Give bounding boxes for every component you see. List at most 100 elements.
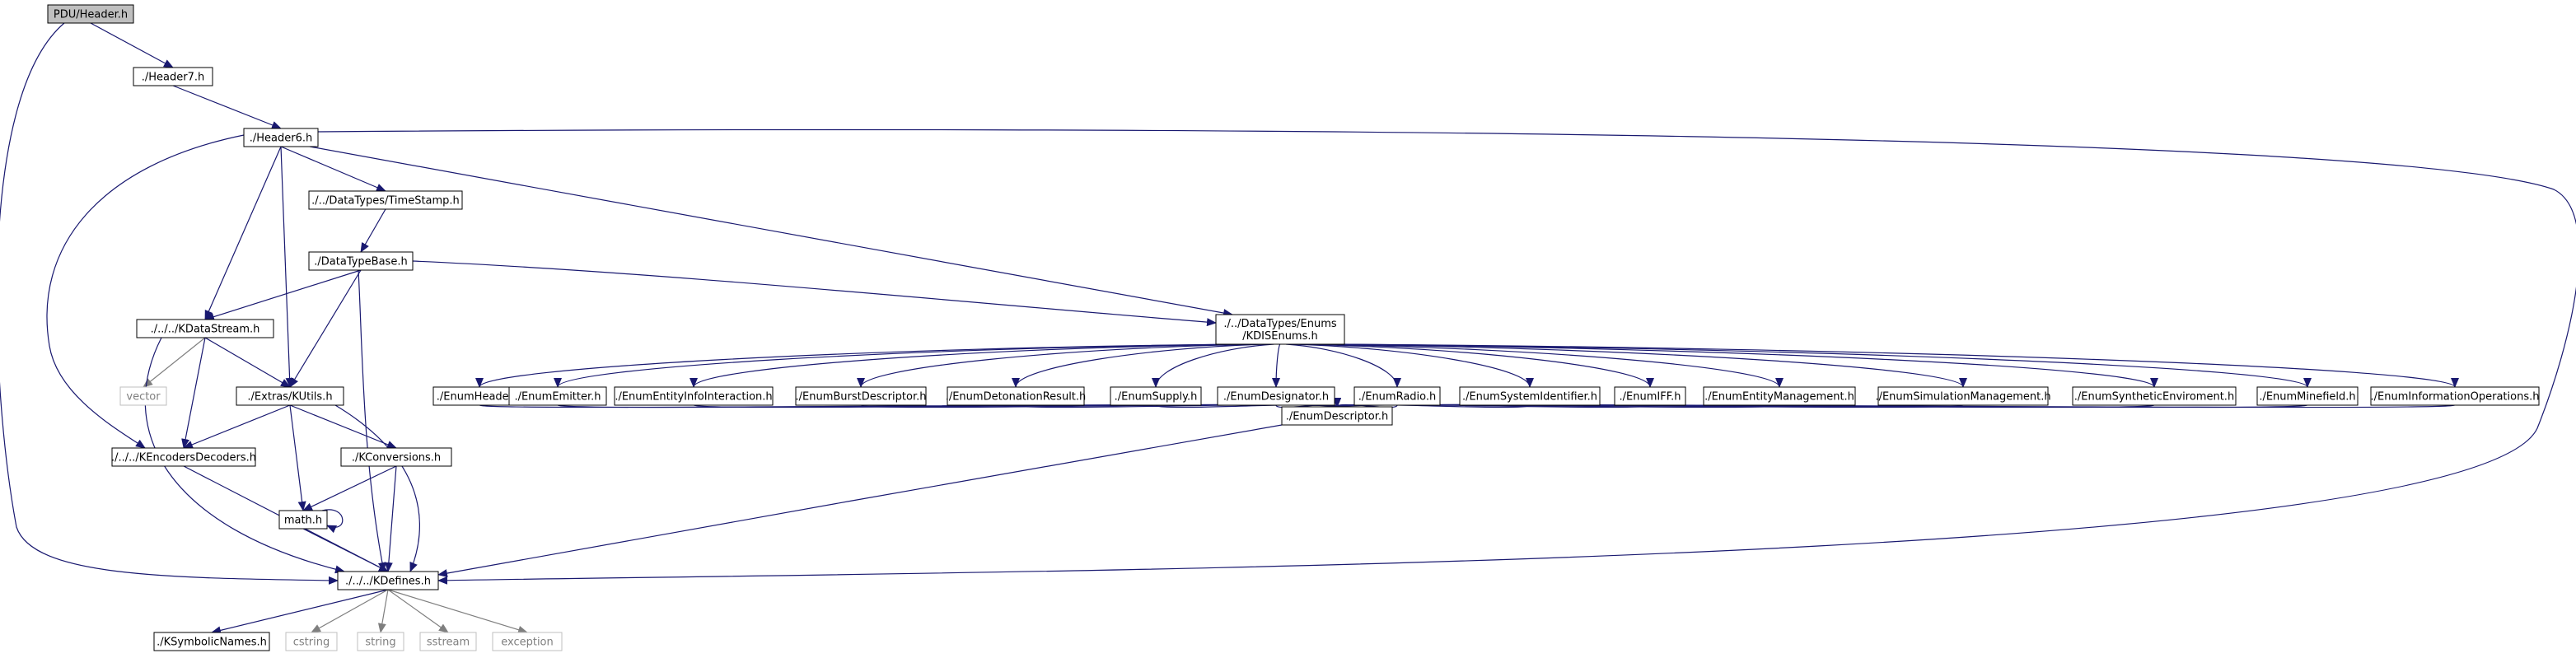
node-enumradio[interactable]: ./EnumRadio.h	[1353, 386, 1441, 406]
node-label: ./../DataTypes/Enums	[1223, 318, 1337, 330]
node-enumiff[interactable]: ./EnumIFF.h	[1614, 386, 1686, 406]
node-label: ./../DataTypes/TimeStamp.h	[311, 195, 460, 208]
node-kencoders[interactable]: ./../../KEncodersDecoders.h	[111, 447, 256, 467]
node-label: ./EnumRadio.h	[1358, 391, 1437, 404]
node-enumentitymgmt[interactable]: ./EnumEntityManagement.h	[1703, 386, 1856, 406]
node-box[interactable]	[947, 386, 1085, 406]
node-enumminefield[interactable]: ./EnumMinefield.h	[2256, 386, 2359, 406]
node-label: ./KConversions.h	[352, 452, 441, 464]
node-enumentityinfo[interactable]: ./EnumEntityInfoInteraction.h	[614, 386, 774, 406]
node-box[interactable]	[1110, 386, 1202, 406]
node-enumburst[interactable]: ./EnumBurstDescriptor.h	[795, 386, 927, 406]
node-box[interactable]	[308, 190, 463, 210]
node-enumdescriptor[interactable]: ./EnumDescriptor.h	[1281, 406, 1393, 426]
node-box[interactable]	[243, 128, 319, 147]
edge-kutils-to-kdefines	[334, 404, 420, 572]
node-pdu_header[interactable]: PDU/Header.h	[47, 4, 134, 24]
node-box[interactable]	[1353, 386, 1441, 406]
node-box[interactable]	[1877, 386, 2049, 406]
edge-header6-to-kdatastream	[204, 146, 282, 320]
node-vector[interactable]: vector	[119, 386, 167, 406]
node-box[interactable]	[119, 386, 167, 406]
edge-math-to-math	[321, 509, 344, 534]
node-label: PDU/Header.h	[54, 9, 128, 21]
node-label: ./EnumBurstDescriptor.h	[796, 391, 927, 404]
node-box[interactable]	[278, 510, 328, 530]
node-box[interactable]	[47, 4, 134, 24]
edge-kdatastream-to-kencoders	[181, 337, 206, 449]
edge-enumdescriptor-to-kdefines	[437, 424, 1283, 577]
node-label: ./EnumIFF.h	[1620, 391, 1681, 404]
edges-layer	[0, 22, 2576, 635]
edge-kutils-to-math	[289, 404, 306, 511]
node-timestamp[interactable]: ./../DataTypes/TimeStamp.h	[308, 190, 463, 210]
edge-kdatastream-to-vector	[143, 337, 206, 388]
nodes-layer: PDU/Header.h ./Header7.h ./Header6.h ./../D…	[47, 4, 2540, 651]
node-enumemitter[interactable]: ./EnumEmitter.h	[508, 386, 607, 406]
edge-kdisenums-to-enumdesignator	[1272, 343, 1281, 388]
node-string[interactable]: string	[357, 632, 404, 651]
node-kconversions[interactable]: ./KConversions.h	[340, 447, 452, 467]
node-box[interactable]	[1281, 406, 1393, 426]
node-box[interactable]	[419, 632, 477, 651]
node-box[interactable]	[508, 386, 607, 406]
node-box[interactable]	[357, 632, 404, 651]
edge-header6-to-kdefines	[317, 128, 2576, 585]
node-box[interactable]	[153, 632, 270, 651]
edge-timestamp-to-datatypebase	[360, 208, 386, 253]
node-box[interactable]	[1217, 386, 1335, 406]
node-box[interactable]	[795, 386, 927, 406]
node-box[interactable]	[308, 251, 414, 271]
node-box[interactable]	[614, 386, 774, 406]
node-box[interactable]	[285, 632, 338, 651]
node-enumsupply[interactable]: ./EnumSupply.h	[1110, 386, 1202, 406]
node-kutils[interactable]: ./Extras/KUtils.h	[236, 386, 344, 406]
node-header6[interactable]: ./Header6.h	[243, 128, 319, 147]
node-enumdesignator[interactable]: ./EnumDesignator.h	[1217, 386, 1335, 406]
edge-kdisenums-to-enumsupply	[1152, 343, 1274, 388]
edge-pdu_header-to-header7	[90, 22, 174, 68]
node-box[interactable]	[340, 447, 452, 467]
node-enumheader[interactable]: ./EnumHeader.h	[432, 386, 526, 406]
node-enuminfoops[interactable]: ./EnumInformationOperations.h	[2370, 386, 2540, 406]
node-math[interactable]: math.h	[278, 510, 328, 530]
node-header7[interactable]: ./Header7.h	[133, 67, 213, 86]
node-label: cstring	[293, 637, 330, 649]
node-box[interactable]	[133, 67, 213, 86]
node-enumsimmgmt[interactable]: ./EnumSimulationManagement.h	[1875, 386, 2051, 406]
node-label: ./EnumInformationOperations.h	[2371, 391, 2540, 404]
node-box[interactable]	[236, 386, 344, 406]
node-box[interactable]	[492, 632, 563, 651]
node-cstring[interactable]: cstring	[285, 632, 338, 651]
node-enumsysid[interactable]: ./EnumSystemIdentifier.h	[1459, 386, 1601, 406]
node-enumdetonation[interactable]: ./EnumDetonationResult.h	[946, 386, 1087, 406]
node-box[interactable]	[337, 571, 439, 590]
edge-kdefines-to-cstring	[311, 589, 389, 633]
node-kdisenums[interactable]: ./../DataTypes/Enums/KDISEnums.h	[1215, 314, 1345, 345]
node-label: exception	[501, 637, 554, 649]
node-box[interactable]	[2370, 386, 2540, 406]
node-kdatastream[interactable]: ./../../KDataStream.h	[136, 319, 274, 338]
node-box[interactable]	[2072, 386, 2237, 406]
node-kdefines[interactable]: ./../../KDefines.h	[337, 571, 439, 590]
node-box[interactable]	[2256, 386, 2359, 406]
node-box[interactable]	[1459, 386, 1601, 406]
node-sstream[interactable]: sstream	[419, 632, 477, 651]
node-box[interactable]	[136, 319, 274, 338]
edge-header6-to-timestamp	[280, 146, 386, 192]
node-box[interactable]	[1215, 314, 1345, 345]
node-box[interactable]	[111, 447, 256, 467]
node-label: vector	[126, 391, 161, 404]
node-box[interactable]	[1703, 386, 1856, 406]
edge-datatypebase-to-kdefines	[358, 269, 386, 572]
edge-header7-to-header6	[172, 85, 282, 129]
node-label: ./Header7.h	[142, 72, 205, 84]
node-box[interactable]	[1614, 386, 1686, 406]
node-label: ./EnumEntityInfoInteraction.h	[615, 391, 772, 404]
node-enumsynthetic[interactable]: ./EnumSyntheticEnviroment.h	[2072, 386, 2237, 406]
node-ksymbolic[interactable]: ./KSymbolicNames.h	[153, 632, 270, 651]
node-datatypebase[interactable]: ./DataTypeBase.h	[308, 251, 414, 271]
node-label: ./EnumDescriptor.h	[1286, 411, 1389, 423]
node-exception[interactable]: exception	[492, 632, 563, 651]
